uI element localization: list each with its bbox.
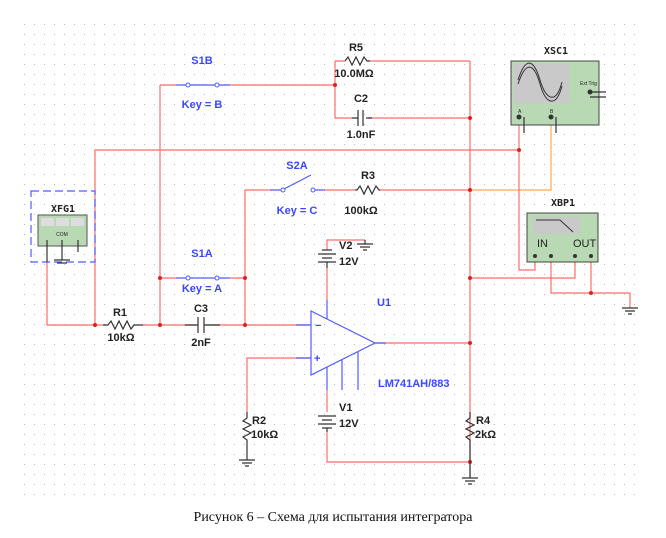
svg-text:2nF: 2nF <box>191 337 211 349</box>
opamp-u1: − + U1 LM741AH/883 <box>296 297 450 390</box>
svg-text:OUT: OUT <box>573 238 597 250</box>
svg-text:Ext Trig: Ext Trig <box>580 81 597 87</box>
resistor-r1: R1 10kΩ <box>103 307 143 344</box>
s2a-label: S2A <box>286 160 307 172</box>
ground-symbol <box>622 307 638 315</box>
svg-text:10kΩ: 10kΩ <box>251 429 278 441</box>
battery-v1: V1 12V <box>318 402 359 432</box>
svg-text:R3: R3 <box>361 170 375 182</box>
svg-text:A: A <box>518 109 522 115</box>
svg-text:R4: R4 <box>476 415 491 427</box>
svg-text:12V: 12V <box>339 256 359 268</box>
svg-text:+: + <box>314 353 320 365</box>
svg-text:−: − <box>315 320 321 332</box>
capacitor-c2: C2 1.0nF <box>347 93 376 141</box>
svg-text:100kΩ: 100kΩ <box>344 205 377 217</box>
svg-text:B: B <box>550 109 554 115</box>
battery-v2: V2 12V <box>318 240 373 268</box>
svg-text:COM: COM <box>56 232 68 238</box>
svg-text:R2: R2 <box>252 415 266 427</box>
svg-text:12V: 12V <box>339 418 359 430</box>
svg-text:10.0MΩ: 10.0MΩ <box>334 68 374 80</box>
resistor-r5: R5 10.0MΩ <box>334 42 374 80</box>
function-generator-xfg1[interactable]: XFG1 COM <box>30 190 96 264</box>
svg-text:XSC1: XSC1 <box>544 46 568 57</box>
svg-text:XFG1: XFG1 <box>51 204 75 215</box>
resistor-r3: R3 100kΩ <box>344 170 380 217</box>
switch-s2a[interactable]: S2A Key = C <box>270 160 325 217</box>
svg-text:1.0nF: 1.0nF <box>347 129 376 141</box>
u1-label: U1 <box>377 297 391 309</box>
svg-text:R5: R5 <box>349 42 363 54</box>
junction-dots <box>93 83 593 464</box>
switch-s1a[interactable]: S1A Key = A <box>176 248 230 295</box>
s1a-key: Key = A <box>182 283 222 295</box>
svg-text:V1: V1 <box>339 402 352 414</box>
resistor-r4: R4 2kΩ <box>462 412 496 485</box>
svg-text:XBP1: XBP1 <box>551 198 575 209</box>
s1b-key: Key = B <box>182 99 223 111</box>
s1b-label: S1B <box>191 55 212 67</box>
capacitor-c3: C3 2nF <box>185 303 220 349</box>
svg-text:IN: IN <box>537 238 548 250</box>
resistor-r2: R2 10kΩ <box>239 412 278 467</box>
u1-part: LM741AH/883 <box>378 378 450 390</box>
svg-text:C2: C2 <box>354 93 368 105</box>
svg-text:C3: C3 <box>194 303 208 315</box>
switch-s1b[interactable]: S1B Key = B <box>176 55 230 111</box>
oscilloscope-xsc1[interactable]: XSC1 Ext Trig A B <box>510 46 606 133</box>
svg-text:10kΩ: 10kΩ <box>107 332 134 344</box>
svg-text:V2: V2 <box>339 240 352 252</box>
s2a-key: Key = C <box>277 205 318 217</box>
svg-text:R1: R1 <box>113 307 127 319</box>
figure-caption: Рисунок 6 – Схема для испытания интеграт… <box>193 510 473 525</box>
wires <box>46 60 631 478</box>
svg-text:2kΩ: 2kΩ <box>475 429 496 441</box>
bode-plotter-xbp1[interactable]: XBP1 IN OUT <box>526 198 599 263</box>
s1a-label: S1A <box>191 248 212 260</box>
